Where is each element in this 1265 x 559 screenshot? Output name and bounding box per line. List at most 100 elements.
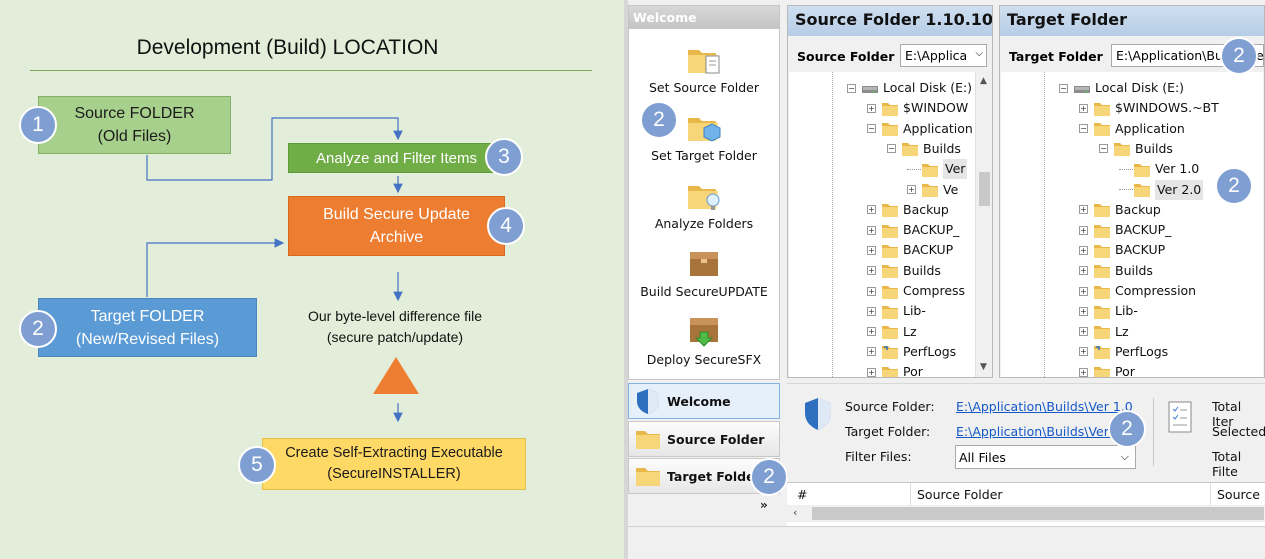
folder-icon	[881, 365, 903, 377]
tree-node[interactable]: +Lib-	[867, 301, 926, 321]
tree-node[interactable]: − Builds	[887, 139, 961, 159]
expand-icon[interactable]: +	[867, 306, 876, 316]
tree-node[interactable]: +Lib-	[1079, 301, 1138, 321]
tree-node[interactable]: +PerfLogs	[1079, 342, 1168, 362]
expand-icon[interactable]: +	[1079, 266, 1088, 276]
badge-target-button: 2	[750, 458, 788, 496]
expand-icon[interactable]: +	[1079, 103, 1088, 113]
target-tree[interactable]: −Local Disk (E:)+$WINDOWS.~BT−Applicatio…	[1001, 72, 1263, 377]
tree-node[interactable]: + Builds	[1079, 261, 1153, 281]
source-folder-button[interactable]: Source Folder	[628, 421, 780, 457]
expand-icon[interactable]: +	[867, 286, 876, 296]
tree-node[interactable]: +Por	[867, 362, 923, 377]
folder-icon	[901, 141, 923, 157]
tree-node[interactable]: +BACKUP_	[1079, 220, 1171, 240]
tree-node[interactable]: +Ve	[907, 180, 958, 200]
filter-files-combo[interactable]: All Files ⌵	[955, 445, 1136, 469]
expand-icon[interactable]: +	[1079, 347, 1088, 357]
nav-set-target-folder[interactable]: Set Target Folder	[629, 110, 779, 163]
folder-icon	[881, 344, 903, 360]
collapse-icon[interactable]: −	[867, 124, 876, 134]
tree-node[interactable]: Ver 1.0	[1119, 159, 1199, 179]
expand-icon[interactable]: +	[1079, 306, 1088, 316]
info-target-link[interactable]: E:\Application\Builds\Ver 2.0	[956, 424, 1133, 439]
tree-node[interactable]: −Local Disk (E:)	[847, 78, 972, 98]
folder-icon	[921, 162, 943, 177]
expand-icon[interactable]: +	[907, 185, 916, 194]
expand-icon[interactable]: +	[1079, 367, 1088, 377]
more-chevron-icon[interactable]: »	[760, 498, 768, 512]
info-source-link[interactable]: E:\Application\Builds\Ver 1.0	[956, 399, 1133, 414]
tree-node[interactable]: +$WINDOWS.~BT	[1079, 98, 1219, 118]
tree-node-label: Backup	[1115, 201, 1161, 217]
expand-icon[interactable]: +	[1079, 327, 1088, 337]
grid-horizontal-scrollbar[interactable]: ‹	[787, 505, 1265, 522]
expand-icon[interactable]: +	[1079, 225, 1088, 235]
tree-node[interactable]: −Builds	[1099, 139, 1173, 159]
scroll-down-icon[interactable]: ▼	[980, 362, 987, 372]
expand-icon[interactable]: +	[1079, 205, 1088, 215]
tree-node[interactable]: −Application	[867, 119, 973, 139]
tree-node[interactable]: +BACKUP_	[867, 220, 959, 240]
expand-icon[interactable]: +	[1079, 245, 1088, 255]
badge-set-target: 2	[640, 101, 678, 139]
scroll-left-icon[interactable]: ‹	[793, 506, 798, 519]
expand-icon[interactable]: +	[867, 103, 876, 113]
nav-build-secureupdate[interactable]: Build SecureUPDATE	[629, 246, 779, 299]
tree-node[interactable]: + BACKUP	[1079, 240, 1165, 260]
scroll-up-icon[interactable]: ▲	[980, 76, 987, 86]
tree-node[interactable]: +$WINDOW	[867, 98, 968, 118]
tree-node[interactable]: +Backup	[867, 200, 949, 220]
tree-node[interactable]: + Compression	[1079, 281, 1196, 301]
tree-node[interactable]: −Local Disk (E:)	[1059, 78, 1184, 98]
nav-set-source-folder[interactable]: Set Source Folder	[629, 42, 779, 95]
tree-node[interactable]: −Application	[1079, 119, 1185, 139]
tree-node[interactable]: +Por	[1079, 362, 1135, 377]
tree-node[interactable]: +BACKUP	[867, 240, 953, 260]
expand-icon[interactable]: +	[867, 266, 876, 276]
tree-node-label: Builds	[923, 140, 961, 156]
grid-header-source[interactable]: Source	[1217, 487, 1260, 502]
tree-node-label: Builds	[1115, 262, 1153, 278]
tree-node-label: Ver	[943, 159, 968, 180]
expand-icon[interactable]: +	[867, 367, 876, 377]
expand-icon[interactable]: +	[867, 327, 876, 337]
tree-node[interactable]: +Lz	[867, 322, 917, 342]
tree-node[interactable]: Ver 2.0	[1119, 179, 1204, 200]
tree-node[interactable]: +Compress	[867, 281, 965, 301]
collapse-icon[interactable]: −	[1099, 144, 1108, 154]
expand-icon[interactable]: +	[867, 205, 876, 215]
scroll-thumb[interactable]	[812, 507, 1264, 520]
tree-node[interactable]: +PerfLogs	[867, 342, 956, 362]
collapse-icon[interactable]: −	[1079, 124, 1088, 134]
nav-analyze-folders[interactable]: Analyze Folders	[629, 178, 779, 231]
folder-icon	[1133, 182, 1155, 197]
folder-icon	[1093, 304, 1115, 319]
collapse-icon[interactable]: −	[887, 144, 896, 154]
expand-icon[interactable]: +	[867, 347, 876, 357]
nav-deploy-securesfx[interactable]: Deploy SecureSFX	[629, 314, 779, 367]
tree-node-label: Compression	[1115, 283, 1197, 298]
tree-node[interactable]: Ver	[907, 159, 968, 180]
tree-node-label: BACKUP	[1115, 242, 1166, 258]
expand-icon[interactable]: +	[867, 225, 876, 235]
scroll-thumb[interactable]	[979, 172, 990, 206]
collapse-icon[interactable]: −	[847, 83, 856, 93]
tree-node[interactable]: + Backup	[1079, 200, 1161, 220]
source-folder-combo[interactable]: E:\Applica ⌵	[900, 44, 987, 67]
folder-icon	[881, 284, 903, 299]
badge-target-ver2: 2	[1215, 167, 1253, 205]
source-tree[interactable]: −Local Disk (E:)+$WINDOW−Application−Bui…	[789, 72, 975, 377]
expand-icon[interactable]: +	[867, 245, 876, 255]
workflow-diagram: Development (Build) LOCATION Source FOLD…	[0, 0, 624, 559]
grid-header-source-folder[interactable]: Source Folder	[917, 487, 1003, 502]
welcome-button[interactable]: Welcome	[628, 383, 780, 419]
grid-header-index[interactable]: #	[797, 487, 808, 502]
folder-icon	[1113, 141, 1135, 157]
source-tree-scrollbar[interactable]: ▲ ▼	[975, 72, 992, 377]
tree-node[interactable]: +Lz	[1079, 322, 1129, 342]
expand-icon[interactable]: +	[1079, 286, 1088, 296]
delta-triangle-icon	[373, 357, 419, 394]
tree-node[interactable]: +Builds	[867, 261, 941, 281]
collapse-icon[interactable]: −	[1059, 83, 1068, 93]
